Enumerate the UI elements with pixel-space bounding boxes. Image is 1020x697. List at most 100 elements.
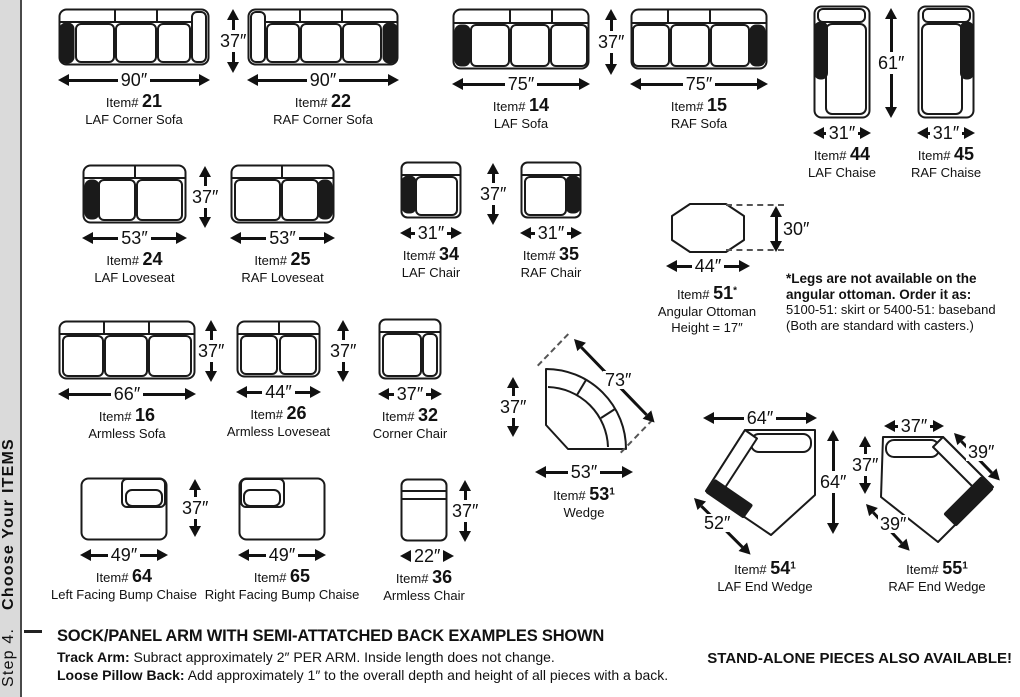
angular-ottoman-diagram [671, 203, 745, 253]
item-65-width-arrow: 49″ [238, 546, 326, 564]
item-34-name: LAF Chair [401, 264, 461, 280]
right-bump-chaise-diagram [238, 477, 326, 541]
item-34-number: Item# 34 [402, 244, 460, 264]
height-arrow-34-35: 37″ [480, 163, 507, 225]
item-51-height-note: Height = 17″ [671, 319, 743, 335]
item-51-name: Angular Ottoman [657, 303, 757, 319]
legs-note: *Legs are not available on the angular o… [786, 271, 996, 333]
item-44-width-arrow: 31″ [813, 124, 871, 142]
corner-chair-diagram [378, 318, 442, 380]
item-24-name: LAF Loveseat [94, 269, 175, 285]
item-14-number: Item# 14 [492, 95, 550, 115]
laf-corner-sofa-diagram [58, 8, 210, 66]
item-53-number: Item# 531 [553, 484, 615, 504]
item-53-back-dim: 73″ [603, 370, 634, 390]
height-arrow-21-22: 37″ [220, 9, 247, 73]
item-55-side-arrow: 37″ [852, 436, 879, 494]
item-16-number: Item# 16 [98, 405, 156, 425]
height-arrow-14-15: 37″ [598, 9, 625, 75]
item-64-figure: 49″ Item# 64 Left Facing Bump Chaise [51, 477, 197, 603]
item-34-width-arrow: 31″ [400, 224, 462, 242]
item-22-figure: 90″ Item# 22 RAF Corner Sofa [247, 8, 399, 128]
item-21-figure: 90″ Item# 21 LAF Corner Sofa [58, 8, 210, 128]
item-54-top-arrow: 64″ [703, 409, 817, 427]
left-bump-chaise-diagram [80, 477, 168, 541]
item-51-number: Item# 51* [676, 283, 738, 303]
step-sidebar: Step 4. Choose Your ITEMS [0, 0, 22, 697]
item-36-figure: 22″ Item# 36 Armless Chair [383, 478, 465, 604]
item-51-width-arrow: 44″ [666, 257, 750, 275]
item-35-width-arrow: 31″ [520, 224, 582, 242]
item-22-number: Item# 22 [294, 91, 352, 111]
laf-chair-diagram [400, 161, 462, 219]
item-32-width-arrow: 37″ [378, 385, 442, 403]
item-15-number: Item# 15 [670, 95, 728, 115]
item-45-name: RAF Chaise [910, 164, 982, 180]
item-53-caption: Item# 531 Wedge [525, 482, 643, 521]
item-35-number: Item# 35 [522, 244, 580, 264]
laf-sofa-diagram [452, 8, 590, 70]
item-44-figure: 31″ Item# 44 LAF Chaise [808, 5, 876, 181]
height-arrow-24-25: 37″ [192, 166, 219, 228]
item-54-name: LAF End Wedge [717, 578, 813, 594]
item-55-number: Item# 551 [906, 558, 968, 578]
item-54-side-arrow: 64″ [820, 430, 847, 534]
item-16-figure: 66″ Item# 16 Armless Sofa [58, 320, 196, 442]
wedge-dash-top [537, 333, 570, 367]
item-35-figure: 31″ Item# 35 RAF Chair [520, 161, 582, 281]
item-55-caption: Item# 551 RAF End Wedge [872, 556, 1002, 595]
item-26-figure: 44″ Item# 26 Armless Loveseat [227, 320, 330, 440]
raf-loveseat-diagram [230, 164, 335, 224]
ottoman-dash-bottom [726, 249, 784, 251]
item-24-figure: 53″ Item# 24 LAF Loveseat [82, 164, 187, 286]
item-54-number: Item# 541 [734, 558, 796, 578]
armless-loveseat-diagram [236, 320, 321, 378]
item-64-number: Item# 64 [95, 566, 153, 586]
item-45-figure: 31″ Item# 45 RAF Chaise [911, 5, 981, 181]
item-26-width-arrow: 44″ [236, 383, 321, 401]
laf-loveseat-diagram [82, 164, 187, 224]
sidebar-step-title: Choose Your ITEMS [0, 438, 17, 610]
item-44-number: Item# 44 [813, 144, 871, 164]
laf-chaise-diagram [813, 5, 871, 119]
item-54-arm-dim: 52″ [702, 513, 733, 533]
item-25-width-arrow: 53″ [230, 229, 335, 247]
item-54-caption: Item# 541 LAF End Wedge [700, 556, 830, 595]
item-65-number: Item# 65 [253, 566, 311, 586]
armless-sofa-diagram [58, 320, 196, 380]
item-14-name: LAF Sofa [493, 115, 549, 131]
item-26-name: Armless Loveseat [226, 423, 331, 439]
item-32-name: Corner Chair [372, 425, 448, 441]
raf-sofa-diagram [630, 8, 768, 70]
item-65-name: Right Facing Bump Chaise [204, 586, 360, 602]
item-53-depth-arrow: 37″ [500, 377, 527, 437]
item-51-caption: Item# 51* Angular Ottoman Height = 17″ [648, 281, 766, 336]
item-45-width-arrow: 31″ [917, 124, 975, 142]
item-16-depth-arrow: 37″ [198, 320, 225, 382]
standalone-note: STAND-ALONE PIECES ALSO AVAILABLE! [707, 650, 1012, 667]
item-55-back-dim: 39″ [966, 442, 997, 462]
item-25-figure: 53″ Item# 25 RAF Loveseat [230, 164, 335, 286]
item-21-number: Item# 21 [105, 91, 163, 111]
item-36-name: Armless Chair [383, 587, 465, 603]
item-26-number: Item# 26 [250, 403, 307, 423]
item-45-number: Item# 45 [917, 144, 975, 164]
item-64-width-arrow: 49″ [80, 546, 168, 564]
item-26-depth-arrow: 37″ [330, 320, 357, 382]
item-53-width-arrow: 53″ [535, 463, 633, 481]
raf-corner-sofa-diagram [247, 8, 399, 66]
sidebar-step-label: Step 4. [0, 627, 17, 687]
item-24-number: Item# 24 [106, 249, 163, 269]
item-24-width-arrow: 53″ [82, 229, 187, 247]
raf-chair-diagram [520, 161, 582, 219]
item-22-width-arrow: 90″ [247, 71, 399, 89]
height-arrow-44-45: 61″ [878, 8, 905, 118]
armless-chair-diagram [400, 478, 448, 542]
item-55-name: RAF End Wedge [888, 578, 986, 594]
item-44-name: LAF Chaise [808, 164, 876, 180]
height-arrow-64-65: 37″ [182, 479, 209, 537]
item-14-width-arrow: 75″ [452, 75, 590, 93]
raf-chaise-diagram [917, 5, 975, 119]
item-32-number: Item# 32 [381, 405, 439, 425]
